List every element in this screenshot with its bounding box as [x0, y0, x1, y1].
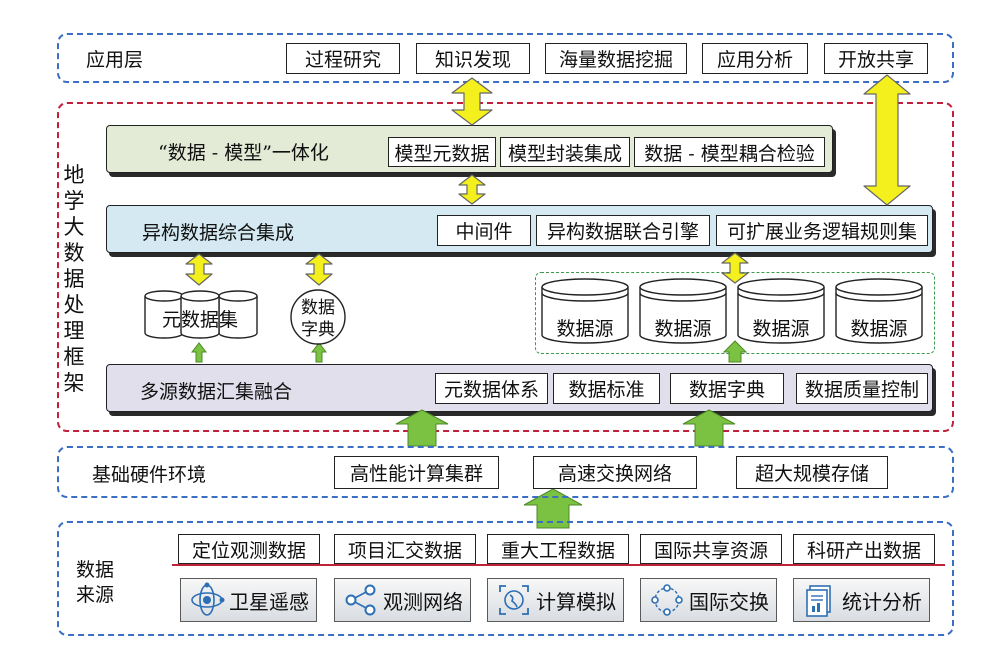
framework-title-char: 架: [63, 371, 85, 395]
heterogeneous-band-title: 异构数据综合集成: [142, 222, 295, 244]
app-item-knowledge-discovery: 知识发现: [416, 43, 530, 74]
source-tile-label: 卫星遥感: [229, 589, 309, 614]
source-tile-observation-network: 观测网络: [334, 578, 471, 622]
source-tile-label: 计算模拟: [536, 589, 616, 614]
data-source-label: 数据源: [752, 318, 810, 340]
source-item-positioning-observation: 定位观测数据: [178, 534, 320, 564]
framework-title-char: 处: [63, 293, 85, 317]
framework-title-char: 框: [63, 345, 85, 369]
document-chart-icon: [806, 585, 831, 617]
hardware-layer: [57, 446, 954, 498]
framework-title-char: 地: [63, 163, 85, 187]
source-tile-international-exchange: 国际交换: [640, 578, 777, 622]
integration-item-coupling-validation: 数据 - 模型耦合检验: [634, 137, 825, 167]
source-tile-label: 统计分析: [842, 589, 922, 614]
integration-item-model-encapsulation: 模型封装集成: [500, 137, 630, 167]
satellite-orbit-icon: [191, 582, 225, 616]
integration-band-title: “数据 - 模型”一体化: [158, 142, 329, 164]
data-source-layer-title-line2: 来源: [76, 584, 115, 606]
framework-title-char: 数: [63, 241, 85, 265]
network-nodes-icon: [345, 584, 376, 616]
application-layer: [57, 33, 954, 83]
hardware-layer-title: 基础硬件环境: [92, 464, 207, 486]
data-source-layer-title-line1: 数据: [76, 559, 115, 581]
app-item-open-sharing: 开放共享: [824, 43, 928, 74]
heterogeneous-item-federated-engine: 异构数据联合引擎: [536, 215, 710, 246]
data-dictionary-label-line1: 数据: [301, 298, 335, 318]
globe-scan-icon: [499, 585, 529, 615]
source-item-project-submission: 项目汇交数据: [334, 534, 476, 564]
framework-title-char: 大: [63, 215, 85, 239]
aggregation-band-title: 多源数据汇集融合: [140, 381, 293, 403]
hardware-item-network: 高速交换网络: [533, 456, 697, 489]
aggregation-item-metadata-system: 元数据体系: [435, 373, 548, 404]
aggregation-item-data-standard: 数据标准: [553, 373, 660, 404]
exchange-circle-icon: [651, 584, 683, 616]
aggregation-item-data-dictionary: 数据字典: [670, 373, 784, 404]
source-item-international-sharing: 国际共享资源: [640, 534, 782, 564]
framework-title-char: 理: [63, 319, 85, 343]
data-dictionary-label-line2: 字典: [301, 320, 335, 340]
data-source-layer: [57, 521, 954, 636]
framework-title-char: 学: [63, 189, 85, 213]
framework-title-char: 据: [63, 267, 85, 291]
heterogeneous-item-middleware: 中间件: [437, 215, 531, 246]
metadata-set-label: 元数据集: [161, 309, 238, 331]
data-source-label: 数据源: [654, 318, 712, 340]
source-item-research-output: 科研产出数据: [793, 534, 935, 564]
source-tile-statistical-analysis: 统计分析: [793, 578, 930, 622]
app-item-data-mining: 海量数据挖掘: [545, 43, 687, 74]
source-item-major-engineering: 重大工程数据: [487, 534, 629, 564]
framework-vertical-title: 地 学 大 数 据 处 理 框 架: [62, 162, 86, 396]
app-item-application-analysis: 应用分析: [702, 43, 808, 74]
hardware-item-hpc-cluster: 高性能计算集群: [334, 456, 499, 489]
data-source-label: 数据源: [556, 318, 614, 340]
data-source-group: [535, 272, 935, 354]
hardware-item-storage: 超大规模存储: [736, 456, 888, 489]
source-tile-label: 观测网络: [383, 589, 463, 614]
source-tile-computational-simulation: 计算模拟: [487, 578, 624, 622]
source-tile-satellite: 卫星遥感: [180, 578, 317, 622]
framework-container: [57, 102, 954, 432]
source-tile-label: 国际交换: [689, 589, 769, 614]
heterogeneous-item-business-rules: 可扩展业务逻辑规则集: [716, 215, 928, 246]
integration-item-model-metadata: 模型元数据: [388, 137, 496, 167]
data-source-label: 数据源: [850, 318, 908, 340]
application-layer-title: 应用层: [86, 49, 144, 71]
aggregation-item-quality-control: 数据质量控制: [796, 373, 928, 404]
app-item-process-research: 过程研究: [286, 43, 400, 74]
